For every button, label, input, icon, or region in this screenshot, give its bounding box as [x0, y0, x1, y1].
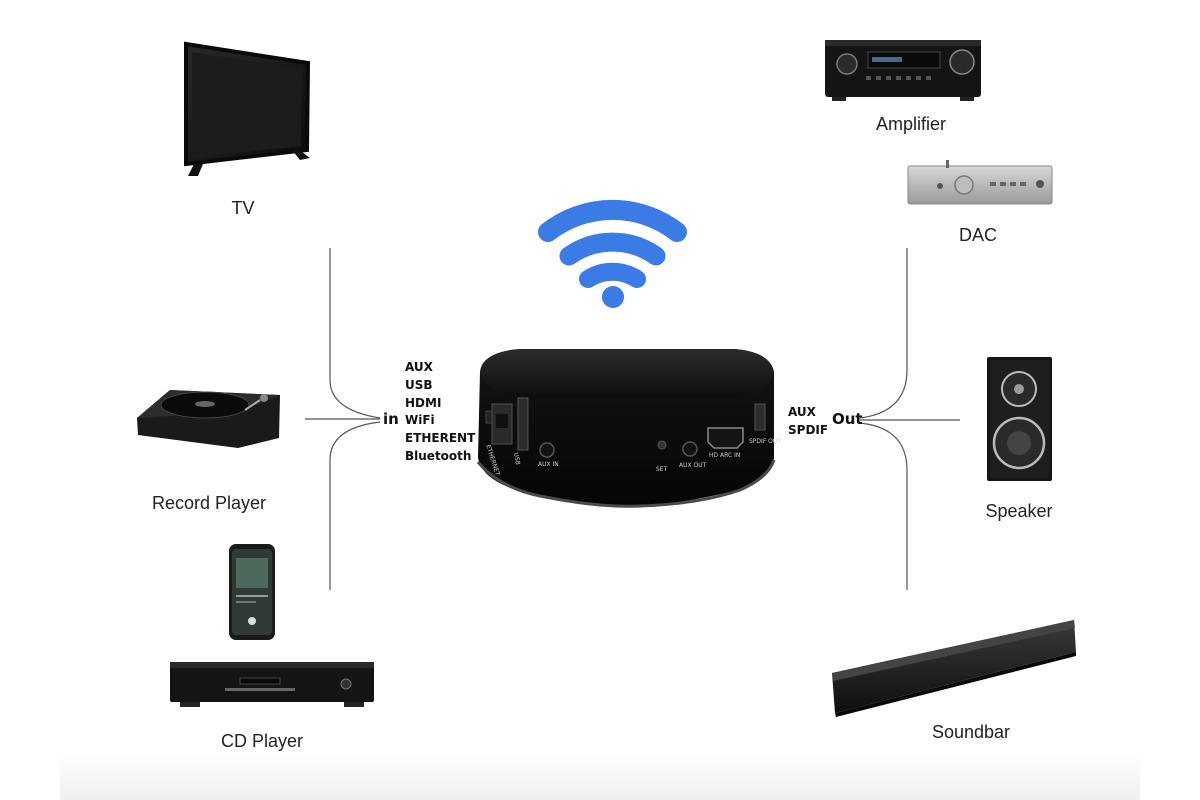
input-port-item: AUX	[405, 360, 433, 374]
input-port-item: USB	[405, 377, 433, 392]
dac-image	[907, 160, 1053, 205]
out-label: Out	[832, 410, 863, 428]
input-port-list: AUX USB HDMI WiFi ETHERENT Bluetooth	[405, 359, 475, 466]
in-label: in	[383, 410, 399, 428]
amplifier-label: Amplifier	[875, 114, 946, 134]
dac-label: DAC	[958, 225, 997, 245]
record-player-image	[137, 390, 280, 448]
speaker-label: Speaker	[985, 501, 1053, 521]
record-player-label: Record Player	[151, 493, 267, 513]
right-connector-lines	[859, 248, 960, 590]
soundbar-image	[832, 620, 1076, 717]
amplifier-image	[825, 40, 981, 101]
tv-image	[184, 41, 311, 176]
cd-player-image	[170, 662, 374, 707]
left-connector-lines	[305, 248, 381, 590]
output-port-item: SPDIF	[788, 422, 829, 437]
port-label-aux-out: AUX OUT	[679, 462, 707, 469]
phone-image	[229, 544, 275, 640]
input-port-item: ETHERENT	[405, 431, 476, 446]
input-port-item: HDMI	[405, 395, 442, 410]
output-port-list: AUX SPDIF	[788, 404, 828, 440]
port-label-spdif-out: SPDIF OUT	[749, 438, 781, 445]
port-label-aux-in: AUX IN	[538, 461, 559, 468]
hub-device	[476, 349, 776, 508]
output-port-item: AUX	[788, 405, 816, 419]
bottom-band	[60, 752, 1140, 800]
cd-player-label: CD Player	[220, 731, 304, 751]
hub-port-labels: ETHERNET USB AUX IN SET AUX OUT HD ARC I…	[483, 438, 783, 482]
port-label-usb: USB	[512, 452, 522, 466]
input-port-item: Bluetooth	[405, 448, 472, 463]
port-label-hd-arc-in: HD ARC IN	[709, 452, 741, 459]
wifi-icon	[538, 199, 687, 308]
port-label-set: SET	[656, 466, 668, 473]
speaker-image	[987, 357, 1052, 481]
soundbar-label: Soundbar	[931, 722, 1011, 742]
tv-label: TV	[231, 198, 255, 218]
input-port-item: WiFi	[405, 413, 435, 428]
